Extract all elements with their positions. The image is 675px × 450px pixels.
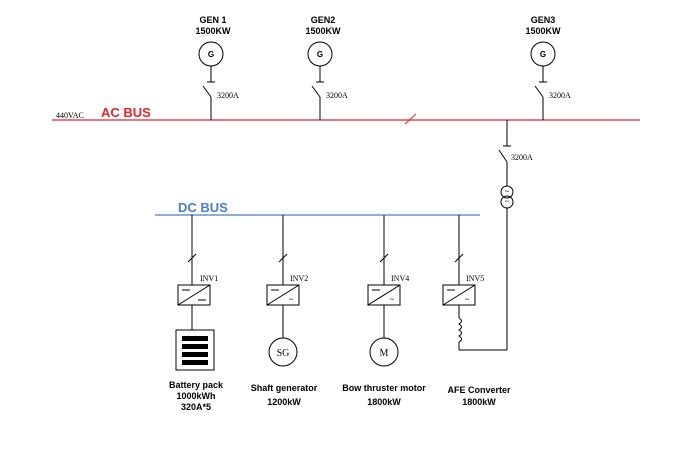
inv2-tag: INV2 — [290, 274, 308, 283]
generator-2-power: 1500KW — [305, 26, 341, 36]
bus-tie-break — [404, 113, 417, 125]
load-1-title: Battery pack — [169, 380, 224, 390]
branch-inv4: ~ INV4 M Bow thruster motor 1800kW — [342, 215, 426, 407]
load-3-rating: 1800kW — [367, 397, 401, 407]
branch-inv5: ~ INV5 AFE Converter 1800kW — [442, 215, 511, 407]
generator-1-name: GEN 1 — [199, 15, 226, 25]
inv1-converter-icon — [177, 284, 211, 306]
ac-bus-voltage: 440VAC — [56, 111, 84, 120]
generator-1-breaker-icon — [202, 85, 212, 98]
load-1-rating: 1000kWh — [176, 391, 215, 401]
inv1-tag: INV1 — [200, 274, 218, 283]
dc-bus-label: DC BUS — [178, 200, 228, 215]
load-2-title: Shaft generator — [251, 383, 318, 393]
generator-2-breaker: 3200A — [326, 91, 348, 100]
svg-text:~: ~ — [505, 197, 510, 206]
generator-3-breaker: 3200A — [549, 91, 571, 100]
battery-icon — [175, 329, 215, 371]
inv1-fuse-icon — [187, 253, 197, 263]
transformer-breaker-icon — [498, 149, 508, 163]
shaft-generator-icon — [268, 337, 298, 367]
load-1-current: 320A*5 — [181, 402, 211, 412]
inv4-tag: INV4 — [391, 274, 409, 283]
transformer-feeder: 3200A ~ ~ — [459, 120, 533, 351]
motor-icon — [369, 337, 399, 367]
transformer-icon — [500, 185, 514, 199]
branch-inv1: INV1 Battery pack 1000kWh 320A*5 — [169, 215, 224, 412]
afe-inductor-icon — [458, 317, 462, 343]
generator-2: GEN2 1500KW G 3200A — [305, 15, 348, 120]
generator-3-symbol: G — [540, 50, 546, 59]
generator-1: GEN 1 1500KW G 3200A — [195, 15, 239, 120]
ac-bus-label: AC BUS — [101, 105, 151, 120]
generator-3: GEN3 1500KW G 3200A — [525, 15, 571, 120]
shaft-generator-symbol: SG — [277, 348, 290, 359]
transformer-breaker: 3200A — [511, 153, 533, 162]
load-3-title: Bow thruster motor — [342, 383, 426, 393]
generator-2-name: GEN2 — [311, 15, 336, 25]
generator-1-symbol: G — [208, 50, 214, 59]
generator-2-symbol: G — [317, 50, 323, 59]
branch-inv2: ~ INV2 SG Shaft generator 1200kW — [251, 215, 318, 407]
generator-2-breaker-icon — [311, 85, 321, 98]
load-4-title: AFE Converter — [447, 385, 511, 395]
inv4-fuse-icon — [379, 253, 389, 263]
generator-3-breaker-icon — [534, 85, 544, 98]
generator-3-name: GEN3 — [531, 15, 556, 25]
generator-1-power: 1500KW — [195, 26, 231, 36]
svg-text:~: ~ — [465, 295, 470, 304]
svg-text:~: ~ — [390, 295, 395, 304]
motor-symbol: M — [380, 348, 389, 359]
inv5-fuse-icon — [454, 253, 464, 263]
load-4-rating: 1800kW — [462, 397, 496, 407]
load-2-rating: 1200kW — [267, 397, 301, 407]
generator-3-power: 1500KW — [525, 26, 561, 36]
inv5-tag: INV5 — [466, 274, 484, 283]
svg-text:~: ~ — [289, 295, 294, 304]
inv2-fuse-icon — [278, 253, 288, 263]
generator-1-breaker: 3200A — [217, 91, 239, 100]
svg-text:~: ~ — [505, 187, 510, 196]
